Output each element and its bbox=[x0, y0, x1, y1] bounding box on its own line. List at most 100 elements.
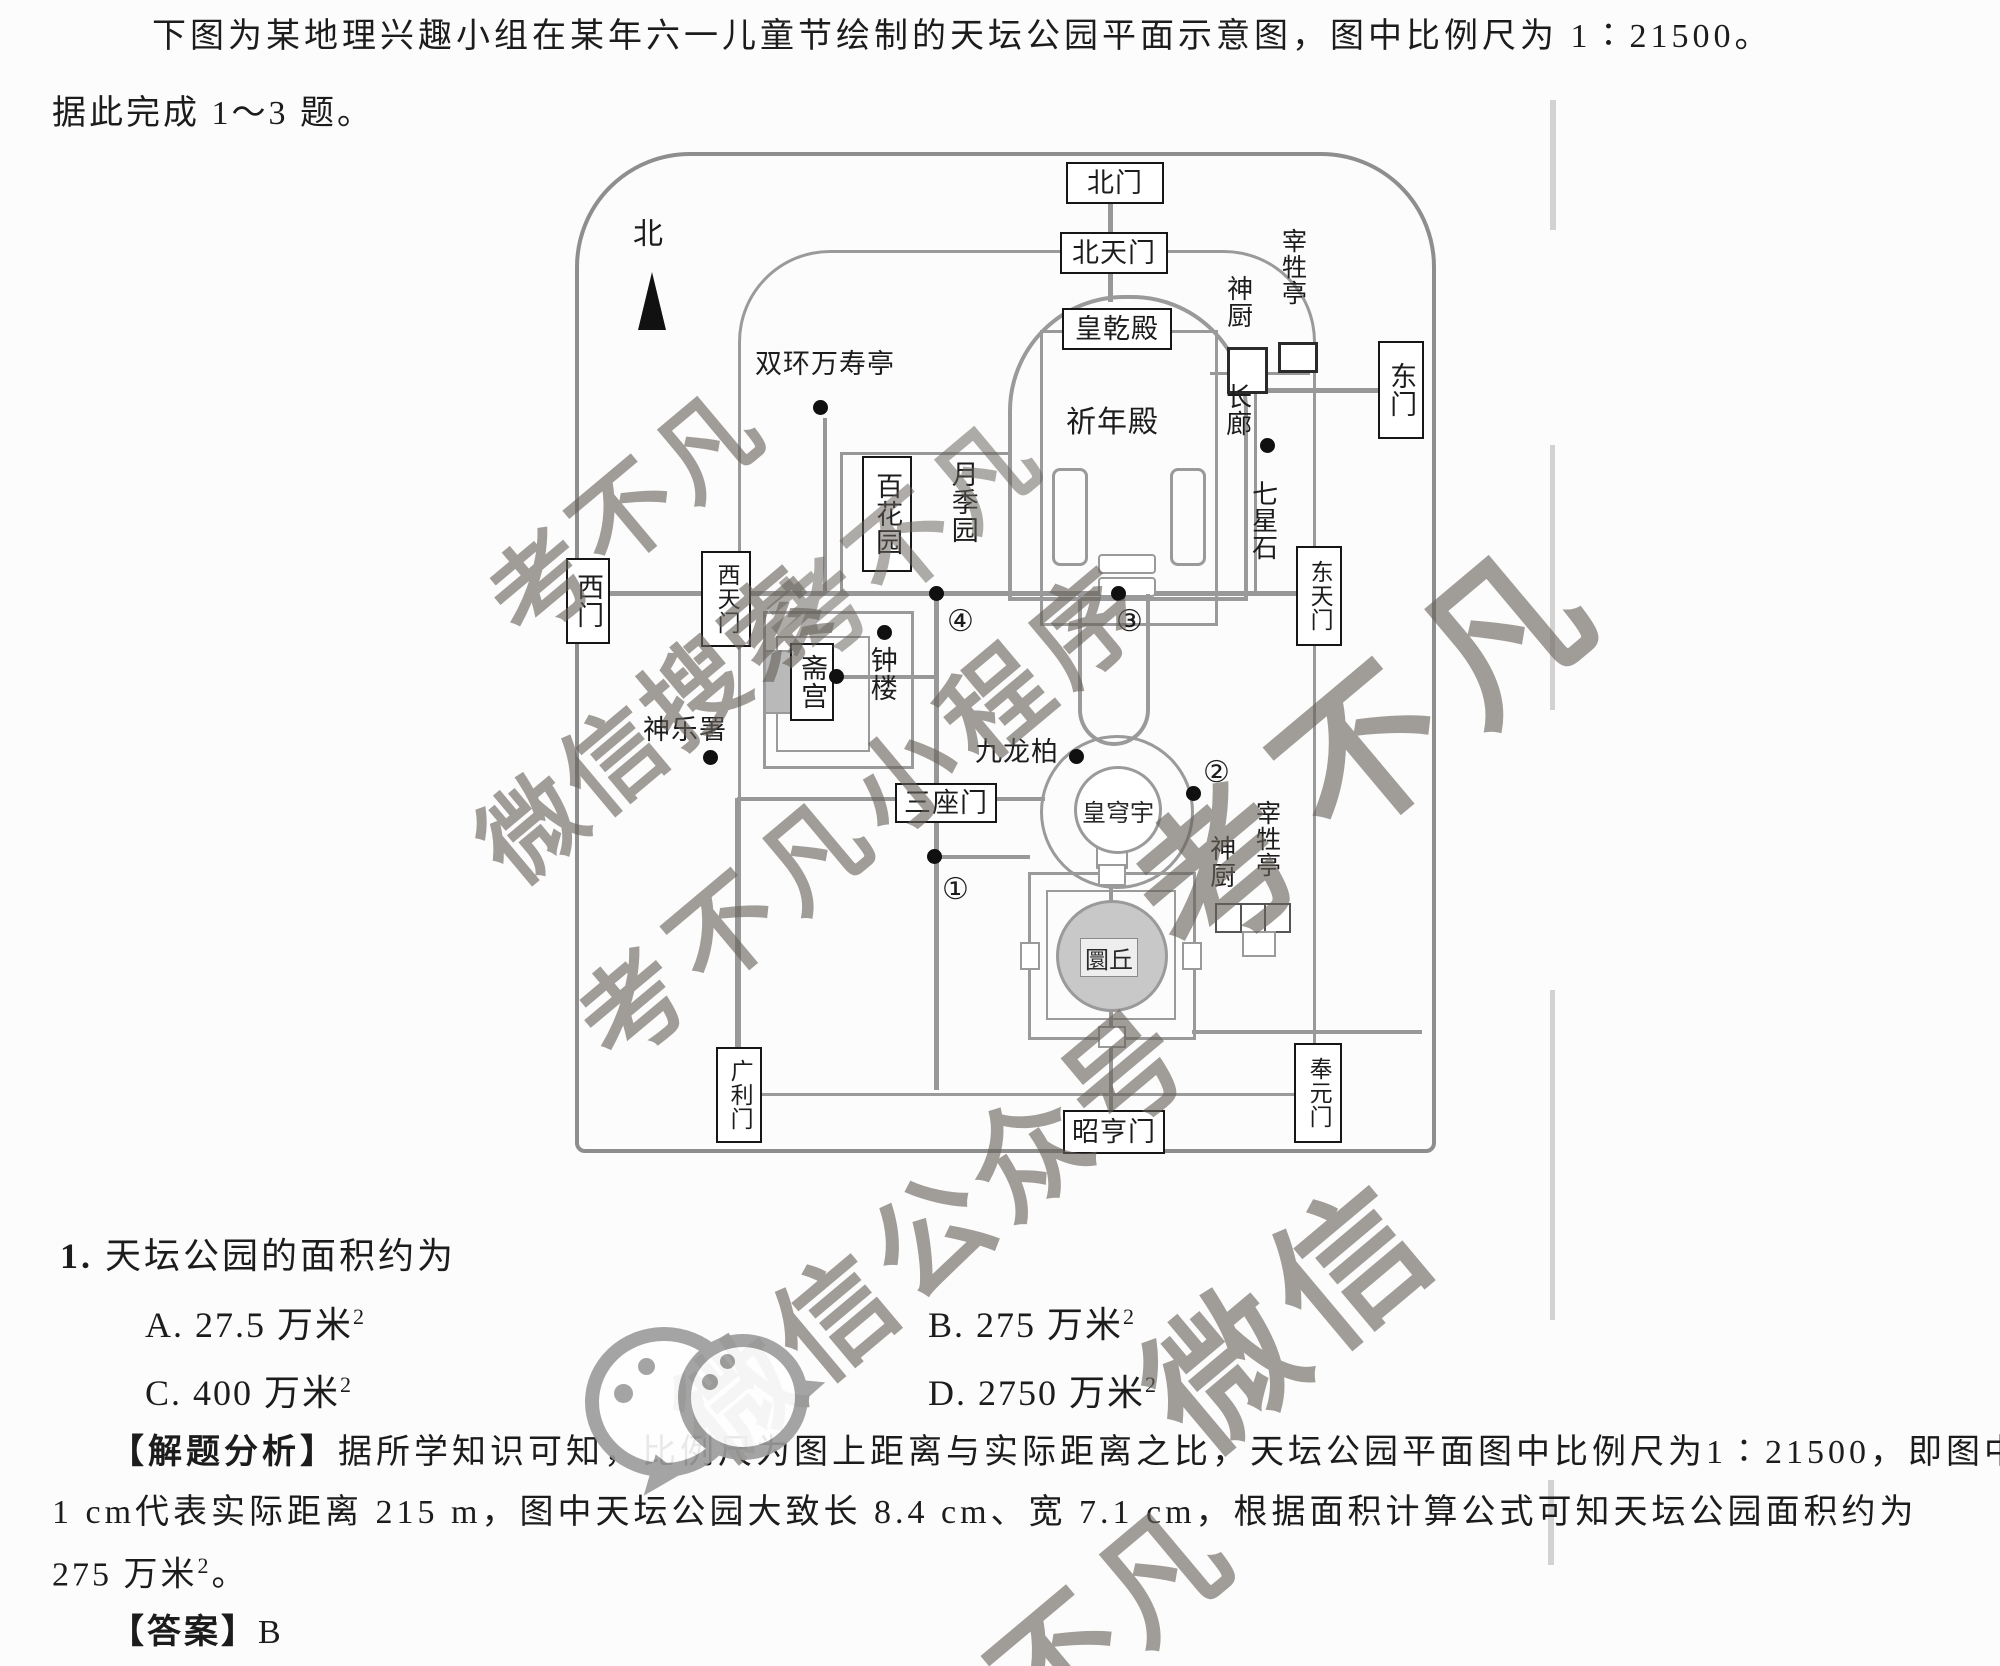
dot-marker2 bbox=[1186, 786, 1201, 801]
gate-box-fengyuanmen: 奉元门 bbox=[1294, 1043, 1342, 1143]
gate-label: 昭亨门 bbox=[1072, 1116, 1156, 1147]
marker-3: ③ bbox=[1116, 605, 1143, 638]
path-southeast bbox=[1192, 1030, 1422, 1034]
gate-box-beimen: 北门 bbox=[1066, 162, 1164, 204]
question-text: 天坛公园的面积约为 bbox=[105, 1236, 457, 1276]
option-d: D. 2750 万米2 bbox=[928, 1364, 1158, 1416]
wall-garden-top bbox=[840, 452, 1012, 455]
dot-jiulongbai bbox=[1069, 749, 1084, 764]
intro-line-2: 据此完成 1～3 题。 bbox=[52, 95, 374, 132]
gate-box-zhaohengmen: 昭亨门 bbox=[1063, 1110, 1165, 1154]
gate-label: 东门 bbox=[1386, 362, 1417, 418]
path-marker1-branch bbox=[940, 855, 1030, 859]
north-arrow-icon bbox=[638, 272, 666, 330]
dot-marker3 bbox=[1111, 586, 1126, 601]
option-c: C. 400 万米2 bbox=[145, 1364, 353, 1416]
compass-label: 北 bbox=[633, 218, 664, 251]
gate-label: 北天门 bbox=[1072, 237, 1156, 268]
wechat-logo-icon bbox=[580, 1312, 830, 1506]
path-zhaigong-east bbox=[843, 675, 936, 679]
yuanqiu-gate-north bbox=[1098, 864, 1126, 886]
hall-wing-right bbox=[1170, 468, 1206, 566]
gate-label: 广利门 bbox=[727, 1059, 753, 1131]
label-changlang: 长廊 bbox=[1222, 383, 1252, 437]
inner-wall bbox=[738, 250, 1316, 1096]
wall-garden-west bbox=[840, 452, 843, 593]
gate-label: 西门 bbox=[573, 573, 604, 629]
path-east-gate bbox=[1262, 388, 1424, 393]
option-value: 2750 万米 bbox=[978, 1373, 1146, 1413]
echo-wall bbox=[1040, 735, 1194, 889]
gate-box-guanglimen: 广利门 bbox=[716, 1047, 762, 1143]
gate-box-baihuayuan: 百花园 bbox=[862, 456, 912, 572]
path-main-east-west bbox=[600, 591, 1300, 596]
gate-label: 西天门 bbox=[714, 563, 740, 635]
hall-altar-upper bbox=[1098, 554, 1156, 574]
marker-1: ① bbox=[942, 873, 969, 906]
marker-2: ② bbox=[1203, 756, 1230, 789]
option-value: 27.5 万米 bbox=[195, 1305, 354, 1345]
path-guanglimen-axis bbox=[735, 798, 739, 1051]
wechat-eye-3 bbox=[720, 1354, 735, 1369]
dot-shenyueshu bbox=[703, 750, 718, 765]
yuanqiu-gate-south bbox=[1098, 1026, 1126, 1048]
dot-marker4 bbox=[929, 586, 944, 601]
label-shenyueshu: 神乐署 bbox=[643, 715, 727, 745]
question-number: 1. bbox=[60, 1236, 93, 1276]
shenchu-north-building bbox=[1227, 347, 1268, 394]
option-sup: 2 bbox=[1145, 1372, 1159, 1397]
label-shenchu-south: 神厨 bbox=[1206, 835, 1236, 889]
scan-artifact bbox=[1550, 990, 1555, 1320]
analysis-sup: 2 bbox=[197, 1553, 212, 1578]
gate-box-sanzuomen: 三座门 bbox=[895, 783, 997, 823]
wall-changlang-vertical bbox=[1254, 375, 1257, 593]
gate-box-beitianmen: 北天门 bbox=[1060, 232, 1168, 274]
analysis-line-3: 275 万米2。 bbox=[52, 1552, 249, 1597]
gate-box-ximen: 西门 bbox=[566, 558, 610, 644]
option-a: A. 27.5 万米2 bbox=[145, 1296, 366, 1348]
label-qixingshi: 七星石 bbox=[1248, 480, 1278, 561]
wechat-small-bubble bbox=[678, 1334, 808, 1460]
gate-box-huangqiandian: 皇乾殿 bbox=[1062, 308, 1172, 350]
huangqiongyu-label: 皇穹宇 bbox=[1082, 800, 1154, 827]
hall-wing-left bbox=[1052, 468, 1088, 566]
analysis-line-2: 1 cm代表实际距离 215 m，图中天坛公园大致长 8.4 cm、宽 7.1 … bbox=[52, 1494, 1918, 1531]
answer-line: 【答案】B bbox=[110, 1612, 284, 1655]
wechat-eye-2 bbox=[614, 1384, 633, 1403]
dot-zhaigong bbox=[829, 669, 844, 684]
answer-value: B bbox=[258, 1614, 284, 1651]
analysis-line-1: 【解题分析】据所学知识可知，比例尺为图上距离与实际距离之比，天坛公园平面图中比例… bbox=[110, 1432, 2000, 1475]
scan-artifact bbox=[1548, 1480, 1554, 1565]
path-sanzuomen-east bbox=[990, 797, 1045, 801]
option-sup: 2 bbox=[340, 1372, 354, 1397]
option-label: C. bbox=[145, 1373, 183, 1413]
label-yuejiyuan: 月季园 bbox=[947, 460, 978, 544]
answer-tag: 【答案】 bbox=[110, 1614, 258, 1651]
path-north-inner bbox=[1108, 268, 1113, 302]
gate-label: 北门 bbox=[1087, 167, 1143, 198]
option-sup: 2 bbox=[1123, 1304, 1137, 1329]
label-qiniandian: 祈年殿 bbox=[1066, 406, 1159, 439]
option-value: 400 万米 bbox=[193, 1373, 341, 1413]
label-jiulongbai: 九龙柏 bbox=[975, 737, 1059, 767]
zaishengting-south-building bbox=[1242, 931, 1276, 957]
analysis-text: 275 万米 bbox=[52, 1556, 198, 1594]
gate-label: 皇乾殿 bbox=[1075, 313, 1159, 344]
option-sup: 2 bbox=[353, 1304, 367, 1329]
marker-4: ④ bbox=[947, 605, 974, 638]
question-1: 1. 天坛公园的面积约为 bbox=[60, 1234, 456, 1279]
option-value: 275 万米 bbox=[976, 1305, 1124, 1345]
yuanqiu-gate-west bbox=[1020, 942, 1040, 970]
gate-box-dongmen: 东门 bbox=[1378, 341, 1424, 439]
gate-box-dongtianmen: 东天门 bbox=[1296, 546, 1342, 646]
label-shuanghuanwanshouting: 双环万寿亭 bbox=[755, 349, 895, 379]
huangqiongyu-circle: 皇穹宇 bbox=[1074, 766, 1162, 854]
gate-label: 奉元门 bbox=[1306, 1057, 1332, 1129]
label-zaishengting-south: 宰牲亭 bbox=[1252, 800, 1280, 878]
dot-zhonglou bbox=[877, 625, 892, 640]
yuanqiu-gate-east bbox=[1182, 942, 1202, 970]
path-shuanghuan-stem bbox=[823, 418, 827, 593]
analysis-tail: 。 bbox=[211, 1556, 249, 1594]
gate-label: 三座门 bbox=[904, 787, 988, 818]
dot-marker1 bbox=[927, 849, 942, 864]
